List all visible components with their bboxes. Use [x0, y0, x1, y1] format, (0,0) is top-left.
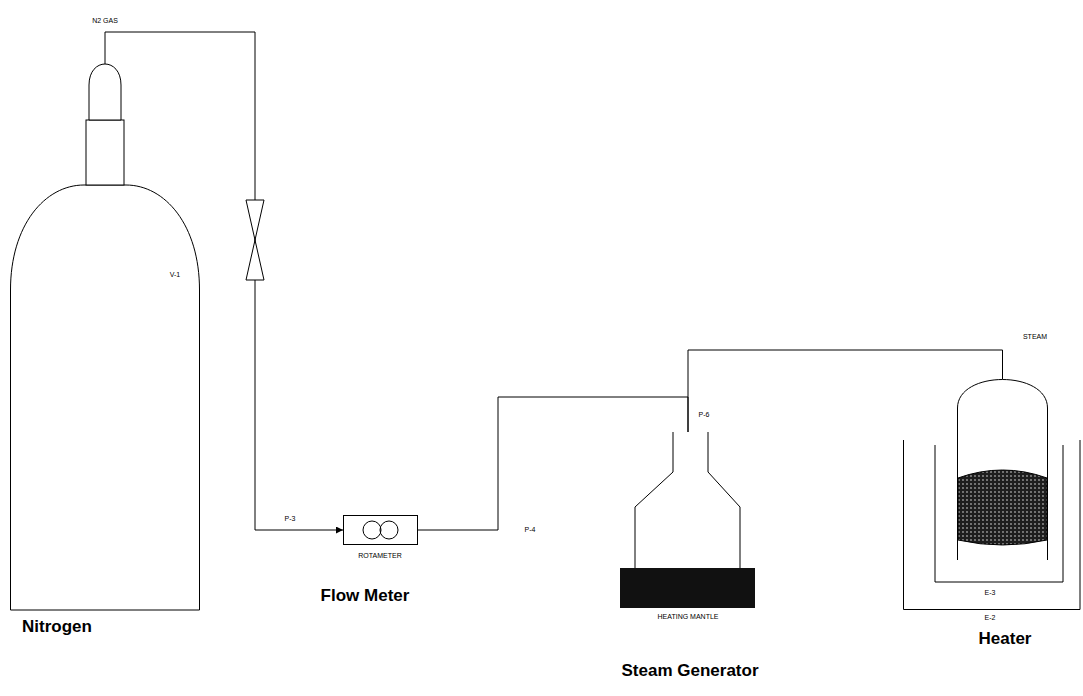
node-caption: Steam Generator: [622, 662, 759, 681]
outline-path: [635, 432, 740, 570]
pipe-label: P-3: [285, 515, 296, 523]
tag-number: HEATING MANTLE: [658, 613, 719, 621]
pipe-line: [688, 350, 1003, 432]
valve-symbol: [246, 200, 264, 240]
cylinder-neck: [86, 120, 124, 185]
stream-label: STEAM: [1023, 333, 1047, 341]
heater-jacket: E-2HeaterE-3: [903, 440, 1083, 610]
node-outline: [343, 515, 418, 545]
node-caption: Flow Meter: [321, 587, 410, 606]
node-outline: [957, 378, 1048, 560]
packed-bed: [958, 470, 1047, 545]
pipe-label: P-6: [699, 411, 710, 419]
node-caption: Heater: [979, 630, 1032, 649]
node-outline: [10, 60, 200, 610]
steam-generator: HEATING MANTLESteam Generator: [620, 432, 755, 608]
rotameter-frame: [344, 516, 418, 545]
outline-path: [958, 380, 1048, 561]
gas-cylinder: V-1Nitrogen: [10, 60, 200, 610]
node-caption: Nitrogen: [22, 618, 92, 637]
reactor-vessel: E-3: [957, 378, 1048, 560]
stream-label: N2 GAS: [92, 17, 118, 25]
tag-number: E-2: [985, 614, 996, 622]
pipe-line: [418, 397, 688, 530]
tag-number: ROTAMETER: [358, 552, 401, 560]
rotameter-box: ROTAMETERFlow Meter: [343, 515, 418, 545]
outline-path: [11, 185, 200, 610]
rotameter-rotor: [380, 521, 398, 539]
tag-number: E-3: [985, 589, 996, 597]
rotameter-rotor: [363, 521, 381, 539]
tag-number: V-1: [170, 271, 181, 279]
pipe-label: P-4: [525, 526, 536, 534]
valve-symbol: [246, 240, 264, 280]
node-outline: [620, 432, 755, 608]
outline-path: [89, 64, 121, 120]
heating-mantle: [620, 568, 755, 608]
